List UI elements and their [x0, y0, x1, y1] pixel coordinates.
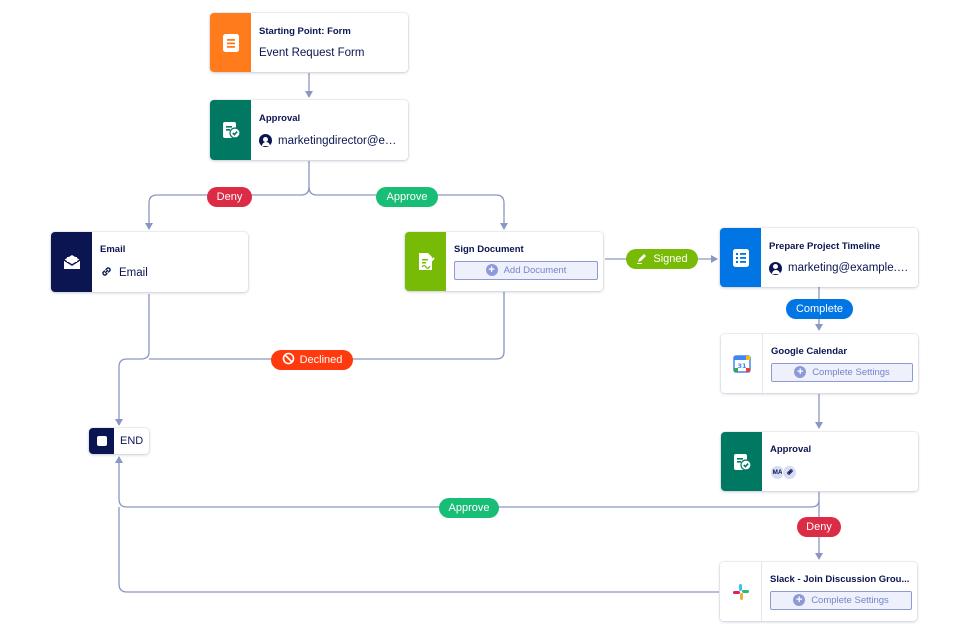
svg-text:31: 31: [737, 362, 747, 370]
node-title: Approval: [770, 443, 812, 455]
stop-icon: [89, 428, 114, 454]
node-approval-2[interactable]: Approval MA: [721, 432, 918, 491]
checklist-icon: [720, 228, 761, 287]
prohibited-icon: [282, 352, 295, 368]
pen-icon: [636, 252, 648, 267]
node-title: Email: [100, 243, 126, 255]
form-icon: [210, 13, 251, 72]
edge-label-deny[interactable]: Deny: [207, 187, 252, 207]
node-title: Approval: [259, 113, 301, 124]
sign-document-icon: [405, 232, 446, 291]
node-end[interactable]: END: [89, 428, 149, 454]
assignee: marketing@example.c...: [769, 261, 910, 275]
node-title: Slack - Join Discussion Grou...: [770, 573, 910, 585]
node-starting-point[interactable]: Starting Point: Form Event Request Form: [210, 13, 408, 72]
user-icon: [259, 134, 272, 147]
edge-label-complete[interactable]: Complete: [786, 299, 853, 319]
edge-label-signed[interactable]: Signed: [626, 249, 698, 269]
node-title: Google Calendar: [771, 345, 848, 357]
node-title: Starting Point: Form: [259, 26, 351, 37]
plus-icon: +: [485, 264, 498, 276]
plus-icon: +: [794, 366, 807, 378]
edge-label-approve[interactable]: Approve: [376, 187, 438, 207]
edge-email-end: [115, 294, 150, 426]
edge-label-approve[interactable]: Approve: [439, 498, 499, 518]
node-prepare-project-timeline[interactable]: Prepare Project Timeline marketing@examp…: [720, 228, 918, 287]
node-subtitle: Event Request Form: [259, 47, 365, 59]
complete-settings-button[interactable]: + Complete Settings: [771, 362, 913, 382]
edge-approval-sign: [308, 186, 508, 230]
node-google-calendar[interactable]: 31 Google Calendar + Complete Settings: [721, 334, 918, 393]
node-approval-1[interactable]: Approval marketingdirector@ex...: [210, 100, 408, 160]
link-icon: [782, 464, 797, 480]
node-email[interactable]: Email Email: [51, 232, 248, 292]
node-title: Prepare Project Timeline: [769, 240, 881, 252]
slack-icon: [720, 562, 762, 621]
complete-settings-button[interactable]: + Complete Settings: [770, 590, 912, 610]
end-label: END: [120, 435, 144, 447]
node-title: Sign Document: [454, 243, 524, 255]
edge-slack-end: [118, 507, 719, 593]
plus-icon: +: [793, 594, 806, 606]
google-calendar-icon: 31: [721, 334, 763, 393]
edge-label-deny[interactable]: Deny: [797, 517, 841, 537]
email-link: Email: [100, 265, 240, 281]
assignees: MA: [770, 464, 910, 480]
email-icon: [51, 232, 92, 292]
user-icon: [769, 261, 782, 275]
add-document-button[interactable]: + Add Document: [454, 260, 598, 280]
approval-icon: [721, 432, 762, 491]
assignee: marketingdirector@ex...: [259, 134, 400, 147]
approval-icon: [210, 100, 251, 160]
edge-label-declined[interactable]: Declined: [271, 350, 353, 370]
edge-sign-declined: [149, 292, 505, 360]
node-slack[interactable]: Slack - Join Discussion Grou... + Comple…: [720, 562, 917, 621]
link-icon: [100, 265, 113, 281]
node-sign-document[interactable]: Sign Document + Add Document: [405, 232, 603, 291]
